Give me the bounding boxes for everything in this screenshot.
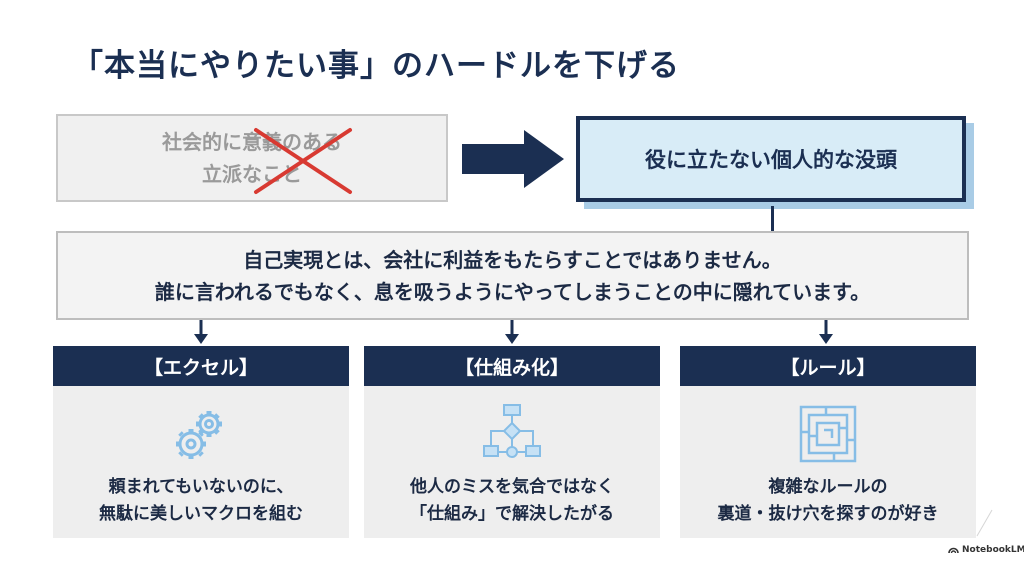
card-header: 【仕組み化】	[364, 346, 660, 386]
slide-title: 「本当にやりたい事」のハードルを下げる	[72, 48, 680, 84]
decorative-divider	[976, 509, 993, 537]
cross-out-icon	[254, 128, 352, 194]
down-arrow-icon	[819, 320, 833, 344]
connector-line	[771, 206, 774, 231]
maze-icon	[799, 405, 857, 463]
down-arrow-icon	[194, 320, 208, 344]
card-description: 他人のミスを気合ではなく 「仕組み」で解決したがる	[364, 474, 660, 528]
notebooklm-watermark: NotebookLM	[948, 545, 1024, 555]
card-text-line-1: 複雑なルールの	[768, 477, 888, 497]
brand-label: NotebookLM	[962, 545, 1024, 555]
notebooklm-logo-icon	[948, 547, 959, 554]
card-excel: 【エクセル】 頼まれてもいないのに、 無駄に美しいマクロを組む	[53, 346, 349, 538]
gears-icon	[176, 411, 222, 459]
card-text-line-2: 裏道・抜け穴を探すのが好き	[717, 504, 939, 524]
statement-line-1: 自己実現とは、会社に利益をもたらすことではありません。	[243, 247, 782, 272]
card-description: 頼まれてもいないのに、 無駄に美しいマクロを組む	[53, 474, 349, 528]
old-idea-line-1: 社会的に意義のある	[162, 130, 342, 154]
card-text-line-2: 「仕組み」で解決したがる	[410, 504, 614, 524]
card-rules: 【ルール】 複雑なルールの 裏道・抜け穴を探すのが好き	[680, 346, 976, 538]
card-text-line-2: 無駄に美しいマクロを組む	[99, 504, 303, 524]
new-idea-box: 役に立たない個人的な没頭	[576, 116, 966, 202]
card-header: 【ルール】	[680, 346, 976, 386]
new-idea-text: 役に立たない個人的な没頭	[645, 148, 897, 172]
right-arrow-icon	[462, 130, 564, 188]
card-description: 複雑なルールの 裏道・抜け穴を探すのが好き	[680, 474, 976, 528]
statement-line-2: 誰に言われるでもなく、息を吸うようにやってしまうことの中に隠れています。	[154, 279, 871, 304]
card-systemization: 【仕組み化】 他人のミスを気合ではなく 「仕組み」で解決したがる	[364, 346, 660, 538]
card-text-line-1: 頼まれてもいないのに、	[108, 477, 294, 497]
card-header: 【エクセル】	[53, 346, 349, 386]
flowchart-icon	[483, 404, 541, 458]
statement-box: 自己実現とは、会社に利益をもたらすことではありません。 誰に言われるでもなく、息…	[56, 231, 969, 320]
card-text-line-1: 他人のミスを気合ではなく	[410, 477, 614, 497]
down-arrow-icon	[505, 320, 519, 344]
old-idea-box: 社会的に意義のある 立派なこと	[56, 114, 448, 202]
